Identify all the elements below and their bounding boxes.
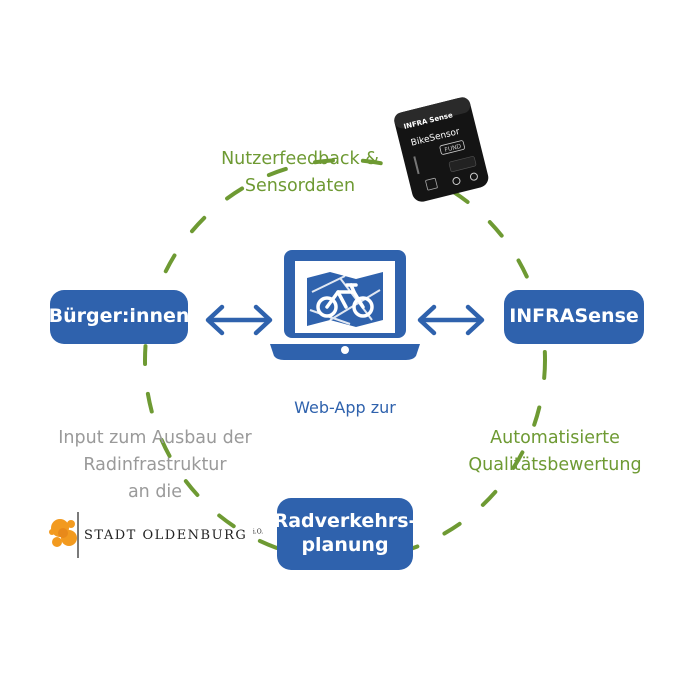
planning-line-2: planung xyxy=(301,534,389,556)
input-line-2: Radinfrastruktur xyxy=(83,455,227,476)
double-arrow-icon xyxy=(205,304,273,336)
input-line-3: an die xyxy=(127,482,183,503)
input-label: Input zum Ausbau der Radinfrastruktur an… xyxy=(40,425,270,506)
oldenburg-wordmark: STADT OLDENBURG i.O. xyxy=(84,528,263,543)
citizens-node: Bürger:innen xyxy=(49,290,189,344)
oldenburg-suffix: i.O. xyxy=(252,528,264,536)
double-arrow-icon xyxy=(417,304,485,336)
cycle-ring xyxy=(143,158,547,562)
map-bike-icon xyxy=(307,272,383,327)
auto-evaluation-label: Automatisierte Qualitätsbewertung xyxy=(440,425,670,479)
auto-line-2: Qualitätsbewertung xyxy=(468,455,642,476)
bike-sensor-device: INFRA Sense BikeSensor FUND xyxy=(394,97,489,202)
oldenburg-logo xyxy=(49,512,79,558)
sensor-badge: FUND xyxy=(444,143,463,154)
feedback-label: Nutzerfeedback & Sensordaten xyxy=(195,146,405,200)
webapp-label: Web-App zur xyxy=(294,398,396,417)
feedback-line-2: Sensordaten xyxy=(244,176,356,197)
infrasense-node: INFRASense xyxy=(504,290,644,344)
input-line-1: Input zum Ausbau der xyxy=(58,428,252,448)
feedback-line-1: Nutzerfeedback & xyxy=(221,149,379,169)
oldenburg-city: STADT OLDENBURG xyxy=(84,528,248,543)
planning-line-1: Radverkehrs- xyxy=(273,510,417,533)
auto-line-1: Automatisierte xyxy=(490,428,620,448)
planning-node: Radverkehrs- planung xyxy=(274,498,416,570)
